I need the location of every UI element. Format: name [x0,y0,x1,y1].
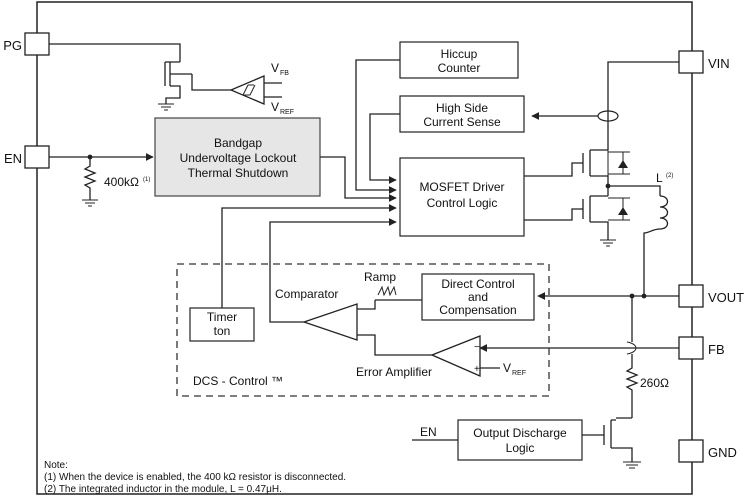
bandgap-text: Bandgap [214,136,262,150]
direct-control-text: Direct Control [441,277,514,291]
direct-control-block: Direct Control and Compensation [421,273,535,321]
pin-vin-label: VIN [708,56,730,71]
pin-vout-label: VOUT [708,290,744,305]
dcs-control-region [176,263,550,397]
pin-en-label: EN [4,151,22,166]
dcs-control-label: DCS - Control ™ [193,374,283,388]
output-discharge-block: Output Discharge Logic EN [412,419,583,461]
control-logic-text: Control Logic [427,196,498,210]
compensation-text: Compensation [439,303,516,317]
uvlo-text: Undervoltage Lockout [180,151,297,165]
pin-fb: FB [678,336,725,360]
vref-sub: REF [280,109,294,116]
error-amplifier: − + V REF Error Amplifier [356,335,526,379]
notes: Note: (1) When the device is enabled, th… [44,460,346,495]
timer-text: Timer [207,310,237,324]
hiccup-text: Hiccup [441,47,478,61]
vfb-sub: FB [280,70,289,77]
note-1: (1) When the device is enabled, the 400 … [44,472,346,483]
pin-vin: VIN [678,50,730,74]
vfb-label: V [271,61,279,75]
ea-minus: − [474,342,480,353]
pin-fb-label: FB [708,342,725,357]
vref-ea-sub: REF [512,370,526,377]
pin-gnd: GND [678,439,737,463]
ea-plus: + [474,364,480,375]
inductor-label: L [656,171,663,185]
pin-pg-label: PG [3,38,22,53]
mosfet-driver-text: MOSFET Driver [419,180,504,194]
inductor-note: (2) [666,173,673,179]
vref-label: V [271,100,279,114]
pin-pg: PG [3,32,50,56]
thermal-shutdown-text: Thermal Shutdown [188,166,289,180]
error-amplifier-label: Error Amplifier [356,365,432,379]
ton-text: ton [214,324,231,338]
counter-text: Counter [438,61,481,75]
resistor-260-label: 260Ω [640,376,669,390]
control-wiring [221,59,583,323]
mosfet-driver-block: MOSFET Driver Control Logic [399,157,525,237]
high-side-text: High Side [436,101,488,115]
note-title: Note: [44,460,68,471]
pin-vout: VOUT [678,284,744,308]
timer-block: Timer ton [189,307,255,342]
comparator-label: Comparator [275,287,338,301]
output-discharge-text: Output Discharge [473,426,567,440]
pg-circuit: V FB V REF [49,43,294,116]
note-2: (2) The integrated inductor in the modul… [44,484,282,495]
power-stage: L (2) 260Ω [479,61,679,469]
package-outline [36,1,693,495]
ramp-label: Ramp [364,270,396,284]
en-discharge-label: EN [420,425,437,439]
and-text: and [468,290,488,304]
comparator: Comparator Ramp [275,270,432,356]
current-sense-text: Current Sense [423,115,501,129]
pin-en: EN [4,145,50,169]
high-side-current-sense-block: High Side Current Sense [399,95,525,133]
hiccup-counter-block: Hiccup Counter [399,41,519,79]
resistor-en-label: 400kΩ [104,175,139,189]
logic-text: Logic [506,441,535,455]
bandgap-block: Bandgap Undervoltage Lockout Thermal Shu… [154,117,321,197]
resistor-en-note: (1) [143,177,150,183]
vref-ea-label: V [503,361,511,375]
en-circuit: 400kΩ (1) [49,153,154,207]
pin-gnd-label: GND [708,445,737,460]
